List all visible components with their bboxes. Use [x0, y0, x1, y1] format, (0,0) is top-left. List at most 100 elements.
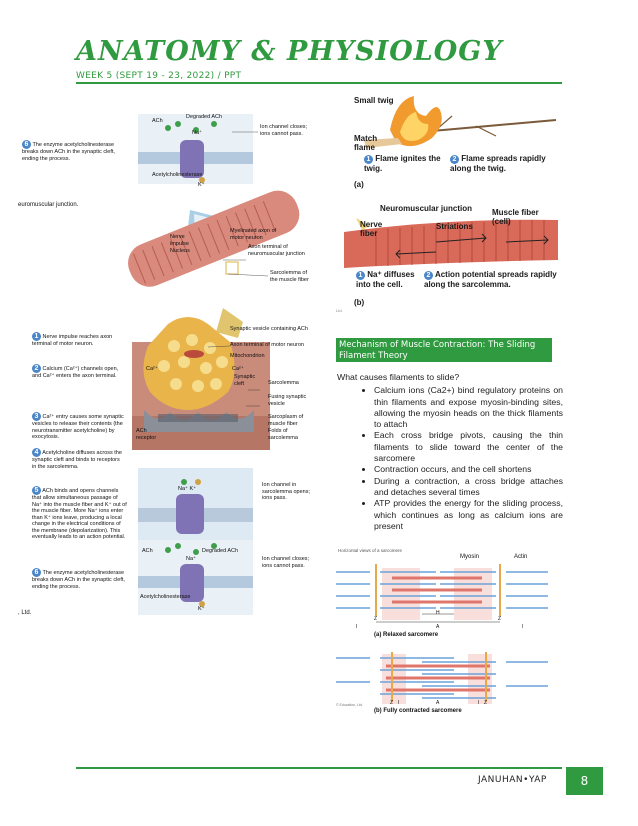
synaptic-vesicle-label: Synaptic vesicle containing ACh	[230, 326, 308, 332]
i-label-contracted-right: I	[478, 700, 480, 706]
bullet-item: ATP provides the energy for the sliding …	[374, 498, 563, 532]
sarcomere-figure: Horizontal views of a sarcomere Myosin A…	[336, 548, 562, 716]
section-question: What causes filaments to slide?	[337, 372, 460, 382]
striations-label: Striations	[436, 222, 473, 231]
ion-channel-open-label: Ion channel in sarcolemma opens; ions pa…	[262, 482, 310, 501]
folds-label: Folds of sarcolemma	[268, 428, 298, 441]
section-body: What causes filaments to slide? Calcium …	[337, 372, 563, 532]
panel-a-label: (a)	[354, 180, 364, 189]
fusing-vesicle-label: Fusing synaptic vesicle	[268, 394, 307, 407]
calcium-label-2: Ca²⁺	[232, 366, 244, 372]
nmj-label: Neuromuscular junction	[380, 204, 473, 213]
bottom-na-label: Na⁺	[186, 556, 196, 562]
step3-text: 3 Ca²⁺ entry causes some synaptic vesicl…	[32, 412, 124, 440]
page-number: 8	[566, 767, 603, 795]
action-potential-illustration	[344, 96, 558, 268]
action-potential-figure: Small twig Match flame 1 Flame ignites t…	[336, 90, 562, 318]
num-1-badge-b: 1	[356, 271, 365, 280]
nerve-fiber-label: Nerve fiber	[360, 220, 383, 238]
figure-caption-fragment: euromuscular junction.	[18, 202, 79, 208]
bottom-degraded-ach-label: Degraded ACh	[202, 548, 239, 554]
bullet-item: Contraction occurs, and the cell shorten…	[374, 464, 563, 475]
step1-label: Nerve impulse reaches axon terminal of m…	[32, 334, 113, 347]
calcium-label-1: Ca²⁺	[146, 366, 158, 372]
num-2-badge-a: 2	[450, 155, 459, 164]
na-diffuses-label: Na⁺ diffuses into the cell.	[356, 270, 415, 289]
top-degraded-ach-label: Degraded ACh	[186, 114, 223, 120]
muscle-fiber-label: Muscle fiber (cell)	[492, 208, 539, 226]
i-label-left: I	[356, 624, 358, 630]
sarcomere-illustration	[336, 564, 548, 704]
myelinated-axon-label: Myelinated axon of motor neuron	[230, 228, 277, 241]
step6-label: The enzyme acetylcholinesterase breaks d…	[32, 570, 125, 590]
sarcolemma-label: Sarcolemma	[268, 380, 299, 386]
bullet-item: Each cross bridge pivots, causing the th…	[374, 430, 563, 464]
step2-label: Calcium (Ca²⁺) channels open, and Ca²⁺ e…	[32, 366, 119, 379]
num-1-badge-a: 1	[364, 155, 373, 164]
ion-channel-closes-label: Ion channel closes; ions cannot pass.	[262, 556, 310, 569]
actin-label: Actin	[514, 554, 528, 560]
section-heading: Mechanism of Muscle Contraction: The Sli…	[336, 338, 552, 362]
relaxed-caption: (a) Relaxed sarcomere	[374, 632, 439, 638]
z-label-left-contracted: Z	[390, 700, 394, 706]
footer-rule	[76, 767, 562, 769]
bullet-list: Calcium ions (Ca2+) bind regulatory prot…	[337, 385, 563, 532]
top-na-label: Na⁺	[192, 130, 202, 136]
nmj-figure: ACh Degraded ACh Na⁺ Ion channel closes;…	[18, 110, 318, 620]
footer-author: JANUHAN•YAP	[478, 775, 547, 785]
z-label-right: Z	[498, 616, 502, 622]
i-label-right: I	[522, 624, 524, 630]
top-step6-label: The enzyme acetylcholinesterase breaks d…	[22, 142, 115, 162]
bottom-ach-label: ACh	[142, 548, 153, 554]
na-k-pair-label: Na⁺ K⁺	[178, 486, 197, 492]
flame-ignites-text: 1 Flame ignites the twig.	[364, 154, 446, 174]
myosin-label: Myosin	[460, 554, 480, 560]
i-label-contracted-left: I	[398, 700, 400, 706]
z-label-left: Z	[374, 616, 378, 622]
match-flame-label: Match flame	[354, 134, 378, 152]
top-ion-channel-closes-label: Ion channel closes; ions cannot pass.	[260, 124, 308, 137]
page-title: ANATOMY & PHYSIOLOGY	[76, 36, 503, 67]
credit-label: © Education, Ltd.	[336, 703, 363, 707]
step1-text: 1 Nerve impulse reaches axon terminal of…	[32, 332, 113, 347]
publisher-fragment: , Ltd.	[18, 610, 32, 616]
step5-label: ACh binds and opens channels that allow …	[32, 488, 127, 540]
num-2-badge-b: 2	[424, 271, 433, 280]
bottom-k-label: K⁺	[198, 606, 205, 612]
bullet-item: Calcium ions (Ca2+) bind regulatory prot…	[374, 385, 563, 430]
flame-spreads-label: Flame spreads rapidly along the twig.	[450, 154, 546, 173]
tiny-credit: Ltd.	[336, 308, 343, 313]
top-step6-text: 6 The enzyme acetylcholinesterase breaks…	[22, 140, 115, 162]
synaptic-cleft-label: Synaptic cleft	[234, 374, 256, 387]
h-label: H	[436, 610, 440, 616]
axon-terminal-label: Axon terminal of neuromuscular junction	[248, 244, 305, 257]
top-acetylcholinesterase-label: Acetylcholinesterase	[152, 172, 203, 178]
contracted-caption: (b) Fully contracted sarcomere	[374, 708, 462, 714]
ach-receptor-label: ACh receptor	[136, 428, 157, 441]
a-label: A	[436, 624, 440, 630]
ap-spreads-label: Action potential spreads rapidly along t…	[424, 270, 557, 289]
a-label-contracted: A	[436, 700, 440, 706]
axon-terminal-motor-label: Axon terminal of motor neuron	[230, 342, 304, 348]
small-twig-label: Small twig	[354, 96, 394, 105]
step4-label: Acetylcholine diffuses across the synapt…	[32, 450, 122, 470]
sarcomere-fig-title: Horizontal views of a sarcomere	[338, 548, 403, 553]
flame-spreads-text: 2 Flame spreads rapidly along the twig.	[450, 154, 558, 174]
nucleus-label: Nucleus	[170, 248, 190, 254]
step5-text: 5 ACh binds and opens channels that allo…	[32, 486, 127, 540]
na-diffuses-text: 1 Na⁺ diffuses into the cell.	[356, 270, 420, 290]
nerve-impulse-label: Nerve impulse	[170, 234, 189, 247]
header-rule	[76, 82, 562, 84]
ap-spreads-text: 2 Action potential spreads rapidly along…	[424, 270, 560, 290]
page-subtitle: WEEK 5 (SEPT 19 - 23, 2022) / PPT	[76, 71, 242, 81]
panel-b-label: (b)	[354, 298, 365, 307]
sarcolemma-of-fiber-label: Sarcolemma of the muscle fiber	[270, 270, 309, 283]
top-k-label: K⁺	[198, 182, 205, 188]
bottom-acetylcholinesterase-label: Acetylcholinesterase	[140, 594, 191, 600]
bullet-item: During a contraction, a cross bridge att…	[374, 476, 563, 499]
nmj-illustration	[128, 114, 300, 615]
top-ach-label: ACh	[152, 118, 163, 124]
z-label-right-contracted: Z	[484, 700, 488, 706]
step4-text: 4 Acetylcholine diffuses across the syna…	[32, 448, 122, 470]
step3-label: Ca²⁺ entry causes some synaptic vesicles…	[32, 414, 124, 440]
